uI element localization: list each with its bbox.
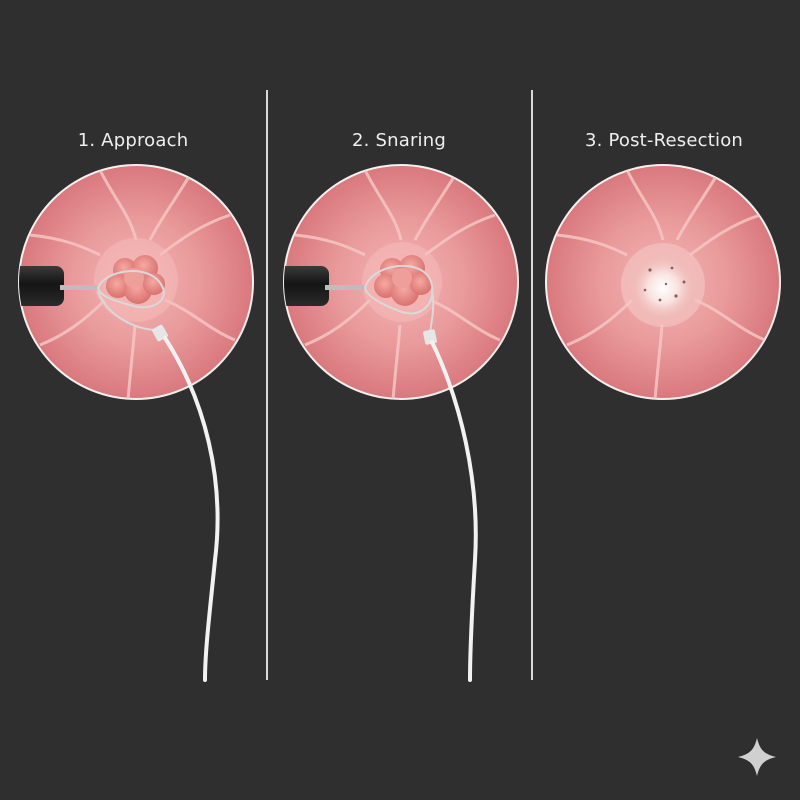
panel-divider-1 <box>266 90 268 680</box>
snare-catheter <box>163 336 220 682</box>
snare-loop <box>96 270 165 309</box>
polyp <box>374 255 432 306</box>
panel-divider-2 <box>531 90 533 680</box>
endoscope-tip <box>284 266 329 306</box>
panel-title-approach: 1. Approach <box>77 130 189 151</box>
snare-catheter <box>430 340 478 682</box>
sparkle-icon <box>738 738 776 776</box>
endoscope-tip <box>19 266 64 306</box>
panel-title-snaring: 2. Snaring <box>352 130 446 151</box>
mucosal-folds <box>294 169 501 399</box>
snare-loop-closed <box>363 264 434 315</box>
panel-title-post-resection: 3. Post-Resection <box>584 130 744 151</box>
snare-sheath <box>325 285 365 290</box>
endoscopic-view-post-resection <box>545 164 781 400</box>
snare-sheath <box>60 285 98 290</box>
polyp <box>106 255 165 304</box>
endoscopic-view-approach <box>18 164 254 682</box>
mucosal-folds <box>556 169 766 399</box>
cautery-marks <box>643 266 686 302</box>
endoscopic-view-snaring <box>283 164 519 682</box>
resection-site <box>629 254 697 322</box>
mucosal-folds <box>29 169 236 399</box>
